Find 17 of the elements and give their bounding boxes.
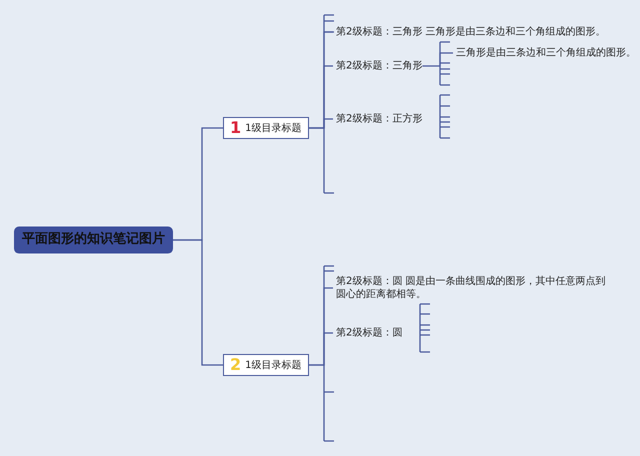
central-topic-box: 平面图形的知识笔记图片 <box>14 226 173 254</box>
topic-label: 1级目录标题 <box>245 122 302 134</box>
subtopic-text: 第2级标题：圆 <box>336 326 402 340</box>
subtopic-text: 第2级标题：三角形 <box>336 58 422 74</box>
subtopic-text: 第2级标题：三角形 三角形是由三条边和三个角组成的图形。 <box>336 24 634 40</box>
topic-box <box>223 354 309 376</box>
subtopic-text: 三角形是由三条边和三个角组成的图形。 <box>456 46 638 60</box>
branch-connector <box>173 239 223 366</box>
branch-connector <box>308 332 333 366</box>
branch-connector <box>422 52 453 67</box>
priority-number: 2 <box>230 357 242 373</box>
priority-number: 1 <box>230 120 242 136</box>
topic-box <box>223 117 309 139</box>
subtopic-text: 第2级标题：圆 圆是由一条曲线围成的图形，其中任意两点到圆心的距离都相等。 <box>336 274 606 302</box>
branch-connector <box>308 118 333 129</box>
topic-label: 1级目录标题 <box>245 358 302 372</box>
subtopic-text: 第2级标题：正方形 <box>336 112 422 126</box>
